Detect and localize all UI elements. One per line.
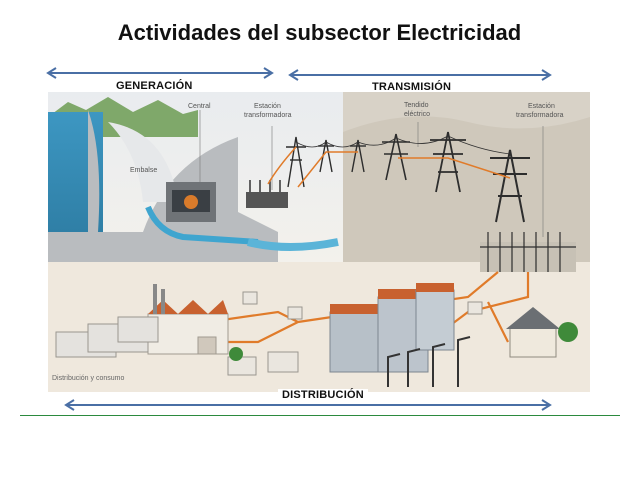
transmission-tower-4 — [382, 133, 410, 181]
transmission-tower-3 — [350, 139, 366, 173]
embalse-label: Embalse — [130, 167, 157, 174]
high-voltage-lines — [295, 135, 511, 155]
estacion-2-label-line1: Estación — [528, 103, 555, 110]
estacion-1-label-line1: Estación — [254, 103, 281, 110]
distribucion-consumo-label: Distribución y consumo — [52, 375, 124, 382]
tree-icon — [558, 322, 578, 342]
transmission-tower-5 — [430, 131, 466, 193]
outflow-river — [247, 238, 339, 251]
distribucion-label: DISTRIBUCIÓN — [278, 389, 368, 401]
cable-orange-transmission — [267, 146, 511, 188]
transmission-tower-2 — [318, 139, 334, 173]
generacion-label: GENERACIÓN — [116, 80, 193, 92]
central-label: Central — [188, 103, 211, 110]
slide-title: Actividades del subsector Electricidad — [117, 20, 522, 45]
tendido-label-line1: Tendido — [404, 102, 429, 109]
apartment-buildings — [329, 283, 455, 373]
transmission-tower-6 — [490, 149, 530, 223]
generacion-span-arrow — [46, 67, 274, 79]
divider-line — [20, 415, 620, 416]
warehouses — [55, 316, 159, 358]
estacion-2-label-line2: transformadora — [516, 112, 564, 119]
dam-face — [108, 122, 178, 202]
transmision-span-arrow — [288, 69, 552, 81]
house — [506, 307, 560, 358]
tree-icon — [229, 347, 243, 361]
street-lights — [387, 336, 471, 387]
small-houses — [227, 291, 483, 376]
penstock — [145, 205, 259, 245]
distribucion-span-arrow — [64, 399, 552, 411]
transmision-label: TRANSMISIÓN — [372, 81, 452, 93]
dam-wall — [48, 110, 278, 262]
electricity-illustration: Embalse Central Estación transformadora … — [48, 92, 590, 392]
tendido-label-line2: eléctrico — [404, 111, 430, 118]
hills — [343, 116, 590, 262]
substation-2 — [480, 232, 576, 272]
turbine-icon — [184, 195, 198, 209]
estacion-1-label-line2: transformadora — [244, 112, 292, 119]
